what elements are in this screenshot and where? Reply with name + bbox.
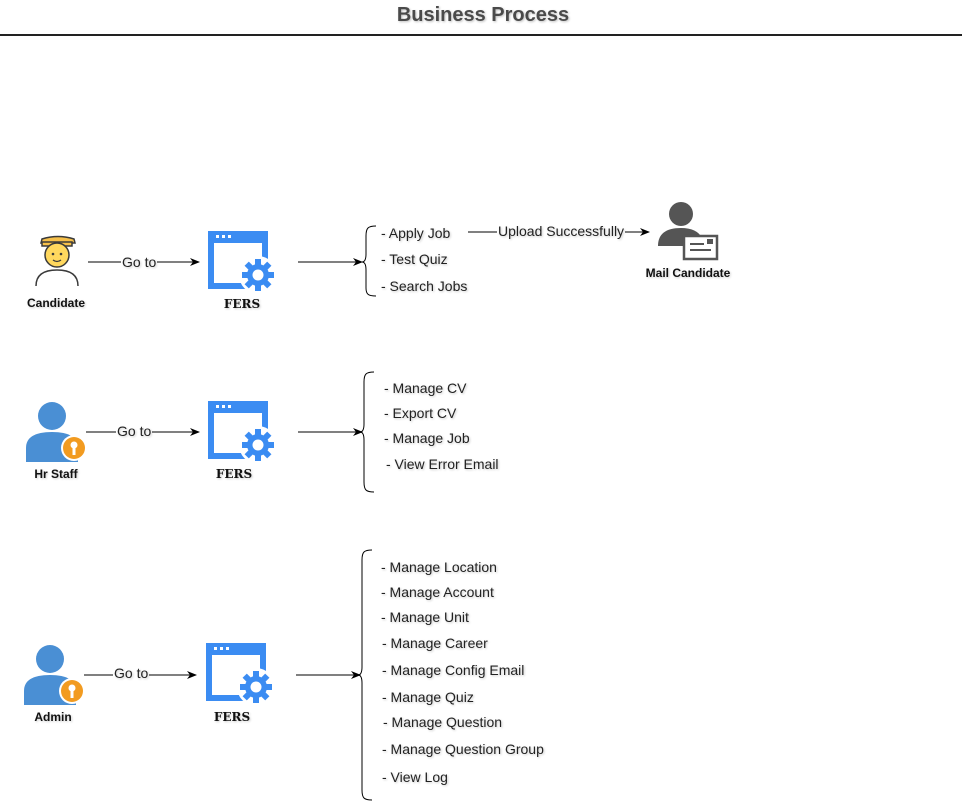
hr-action-view-error-email: - View Error Email bbox=[386, 456, 499, 472]
fers-label-hr-staff: FERS bbox=[215, 467, 253, 481]
candidate-label: Candidate bbox=[26, 296, 85, 310]
admin-action-manage-account: - Manage Account bbox=[381, 584, 494, 600]
admin-go-to-label: Go to bbox=[113, 665, 150, 681]
hr-action-manage-cv: - Manage CV bbox=[384, 380, 467, 396]
app-window-gear-icon bbox=[206, 643, 278, 707]
hr-action-manage-job: - Manage Job bbox=[384, 430, 470, 446]
user-key-icon bbox=[24, 643, 86, 705]
candidate-action-search-jobs: - Search Jobs bbox=[381, 278, 468, 294]
admin-action-manage-question: - Manage Question bbox=[383, 714, 503, 730]
bracket-hr-actions bbox=[359, 371, 375, 493]
user-key-icon bbox=[26, 400, 88, 462]
candidate-go-to-label: Go to bbox=[121, 254, 158, 270]
admin-action-manage-quiz: - Manage Quiz bbox=[382, 689, 474, 705]
bracket-admin-actions bbox=[357, 549, 373, 801]
candidate-action-test-quiz: - Test Quiz bbox=[381, 251, 448, 267]
mail-candidate-label: Mail Candidate bbox=[645, 266, 731, 280]
app-window-gear-icon bbox=[208, 401, 280, 465]
upload-successfully-label: Upload Successfully bbox=[497, 223, 626, 239]
admin-label: Admin bbox=[34, 710, 72, 724]
fers-label-admin: FERS bbox=[213, 710, 251, 724]
fers-label-candidate: FERS bbox=[223, 297, 261, 311]
candidate-action-apply-job: - Apply Job bbox=[381, 225, 451, 241]
hr-staff-label: Hr Staff bbox=[34, 467, 78, 481]
page-title: Business Process bbox=[396, 4, 570, 26]
title-divider bbox=[0, 34, 962, 36]
admin-action-manage-career: - Manage Career bbox=[382, 635, 488, 651]
app-window-gear-icon bbox=[208, 231, 280, 295]
candidate-person-icon bbox=[32, 232, 84, 288]
hr-staff-go-to-label: Go to bbox=[116, 423, 153, 439]
admin-action-view-log: - View Log bbox=[382, 769, 448, 785]
admin-action-manage-unit: - Manage Unit bbox=[381, 609, 469, 625]
admin-action-manage-question-group: - Manage Question Group bbox=[382, 741, 544, 757]
bracket-candidate-actions bbox=[361, 225, 377, 297]
admin-action-manage-config-email: - Manage Config Email bbox=[382, 662, 525, 678]
user-mail-icon bbox=[657, 200, 721, 262]
hr-action-export-cv: - Export CV bbox=[384, 405, 457, 421]
admin-action-manage-location: - Manage Location bbox=[381, 559, 497, 575]
